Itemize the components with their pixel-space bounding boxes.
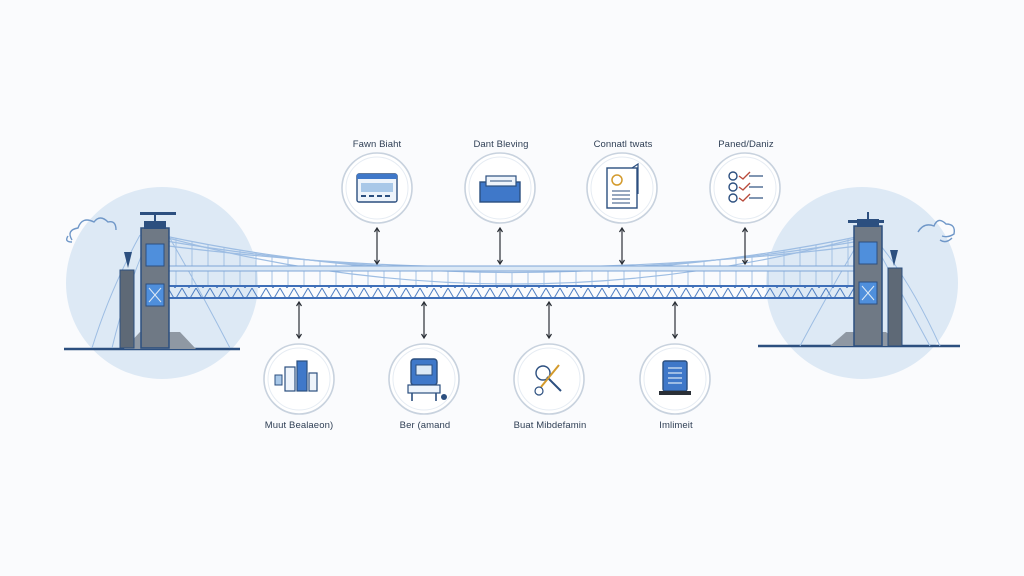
bottom-node-label: Muut Bealaeon) — [264, 420, 334, 431]
browser-window-icon — [356, 173, 398, 203]
connector-arrow — [496, 226, 504, 266]
checklist-icon — [728, 171, 763, 203]
diagram-node — [388, 343, 460, 415]
laptop-icon — [659, 360, 691, 395]
connector-arrow — [741, 226, 749, 266]
contract-document-icon — [606, 162, 639, 209]
connector-arrows — [295, 226, 749, 340]
connector-arrow — [618, 226, 626, 266]
diagram-node — [709, 152, 781, 224]
top-node-label: Dant Bleving — [473, 139, 529, 150]
connector-arrow — [545, 300, 553, 340]
bridge-deck-truss — [160, 286, 866, 298]
top-node-label: Fawn Biaht — [352, 139, 402, 150]
connector-arrow — [420, 300, 428, 340]
diagram-node — [586, 152, 658, 224]
diagram-node — [513, 343, 585, 415]
diagram-nodes — [263, 152, 781, 415]
connector-arrow — [295, 300, 303, 340]
top-node-label: Paned/Daniz — [718, 139, 774, 150]
left-tower — [119, 212, 196, 349]
top-node-label: Connatl twats — [593, 139, 653, 150]
tools-icon — [534, 364, 562, 396]
bottom-node-label: Ber (amand — [399, 420, 451, 431]
bottom-node-label: Buat Mibdefamin — [513, 420, 587, 431]
machine-icon — [407, 358, 447, 401]
connector-arrow — [373, 226, 381, 266]
cloud-icon — [917, 219, 956, 243]
buildings-icon — [274, 360, 318, 392]
bottom-node-label: Imlimeit — [659, 420, 693, 431]
suspension-cables — [159, 234, 867, 285]
diagram-node — [341, 152, 413, 224]
folder-tray-icon — [479, 175, 521, 203]
right-tower — [830, 212, 903, 347]
diagram-node — [263, 343, 335, 415]
diagram-node — [639, 343, 711, 415]
connector-arrow — [671, 300, 679, 340]
bridge-deck-upper — [159, 265, 867, 272]
cloud-icon — [65, 217, 117, 243]
diagram-node — [464, 152, 536, 224]
